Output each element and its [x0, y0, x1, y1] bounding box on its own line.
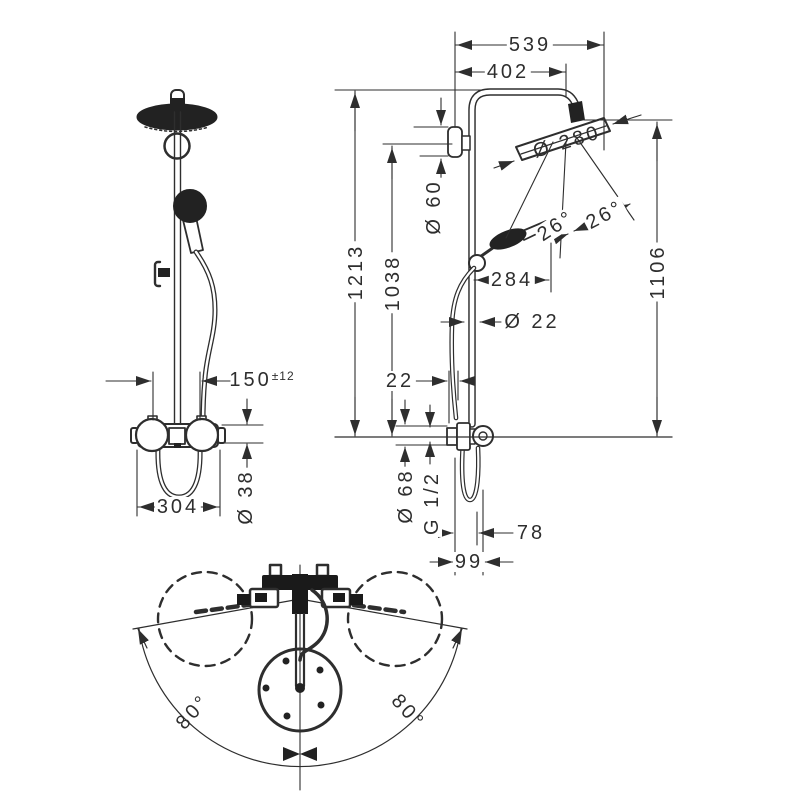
- shower-pipe-side: [468, 88, 584, 428]
- dim-rail-wall-offset-label: 22: [383, 370, 417, 392]
- dim-pipe-diameter-label: Ø 22: [502, 311, 562, 333]
- dim-thread-size-label: G 1/2: [421, 469, 443, 537]
- dim-bracket-escutcheon-label: Ø 60: [423, 177, 445, 237]
- dim-valve-diameter-label: Ø 38: [235, 467, 257, 527]
- side-dimension-lines: [334, 31, 673, 576]
- dim-height-bracket-label: 1038: [382, 252, 404, 314]
- overhead-shower-top: [257, 647, 343, 733]
- shower-rail-front: [173, 111, 182, 431]
- side-view-drawing: [334, 31, 673, 576]
- front-dimension-lines: [105, 371, 264, 517]
- front-view-drawing: [105, 89, 264, 517]
- swivel-range-circles: [156, 570, 444, 668]
- top-view-drawing: [132, 563, 468, 791]
- hand-shower-front: [153, 189, 207, 288]
- overhead-shower-front: [136, 89, 218, 160]
- wall-bracket-side: [447, 126, 471, 158]
- valve-assembly-top: [237, 563, 363, 688]
- dim-outlet-offset-label: 99: [452, 551, 486, 573]
- dim-connection-spacing-label: 150±12: [229, 369, 295, 391]
- dim-head-offset-label: 284: [488, 269, 536, 291]
- dim-valve-width-label: 304: [154, 496, 202, 518]
- overhead-shower-side: [515, 101, 611, 161]
- dim-reach-arm-label: 402: [484, 61, 532, 83]
- dim-height-pipe-top-label: 1213: [345, 241, 367, 303]
- shower-hose-front: [155, 249, 218, 500]
- dim-reach-total-label: 539: [506, 34, 554, 56]
- dim-valve-escutcheon-label: Ø 68: [395, 466, 417, 526]
- dim-height-head-label: 1106: [647, 242, 669, 302]
- dim-hose-offset-label: 78: [514, 522, 548, 544]
- thermostat-valve-front: [130, 415, 226, 453]
